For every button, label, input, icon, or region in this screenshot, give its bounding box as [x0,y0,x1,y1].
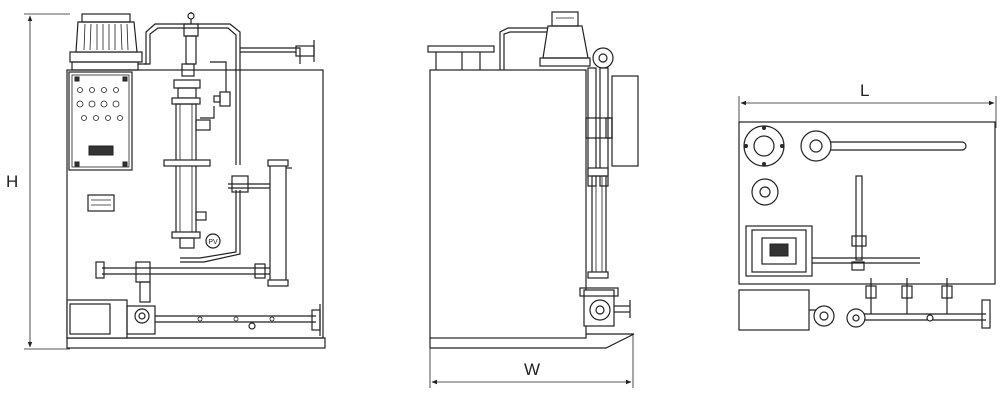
front-view: H [6,12,326,350]
height-dimension: H [6,13,70,350]
top-flanges [743,125,832,206]
side-top-tray [427,27,548,70]
top-motor [69,13,143,71]
side-column [585,47,639,279]
length-label: L [860,81,869,100]
width-dimension: W [429,334,634,388]
pressure-gauge [205,233,221,249]
nameplate [87,194,115,212]
top-valves [865,278,953,322]
width-label: W [524,360,540,379]
top-control-box [745,225,813,277]
side-cabinet [429,69,587,339]
pump-motor [66,299,321,339]
top-piping [138,12,315,165]
side-base [429,333,635,349]
control-panel [68,71,133,171]
top-valve-pipe [808,175,920,271]
length-dimension: L [738,81,997,128]
height-label: H [6,172,18,191]
top-outline [738,121,996,285]
side-motor [539,11,591,67]
top-long-pipe [830,141,967,151]
base-frame [66,337,326,349]
top-view: L [738,81,997,331]
gauge-label: PV [208,239,218,246]
cabinet-body [66,69,324,339]
bottom-piping [95,261,270,303]
top-pump [738,289,991,331]
side-pump [579,287,631,327]
right-piping [180,61,292,287]
heat-exchanger: PV [163,63,221,249]
side-view: W [427,11,639,388]
